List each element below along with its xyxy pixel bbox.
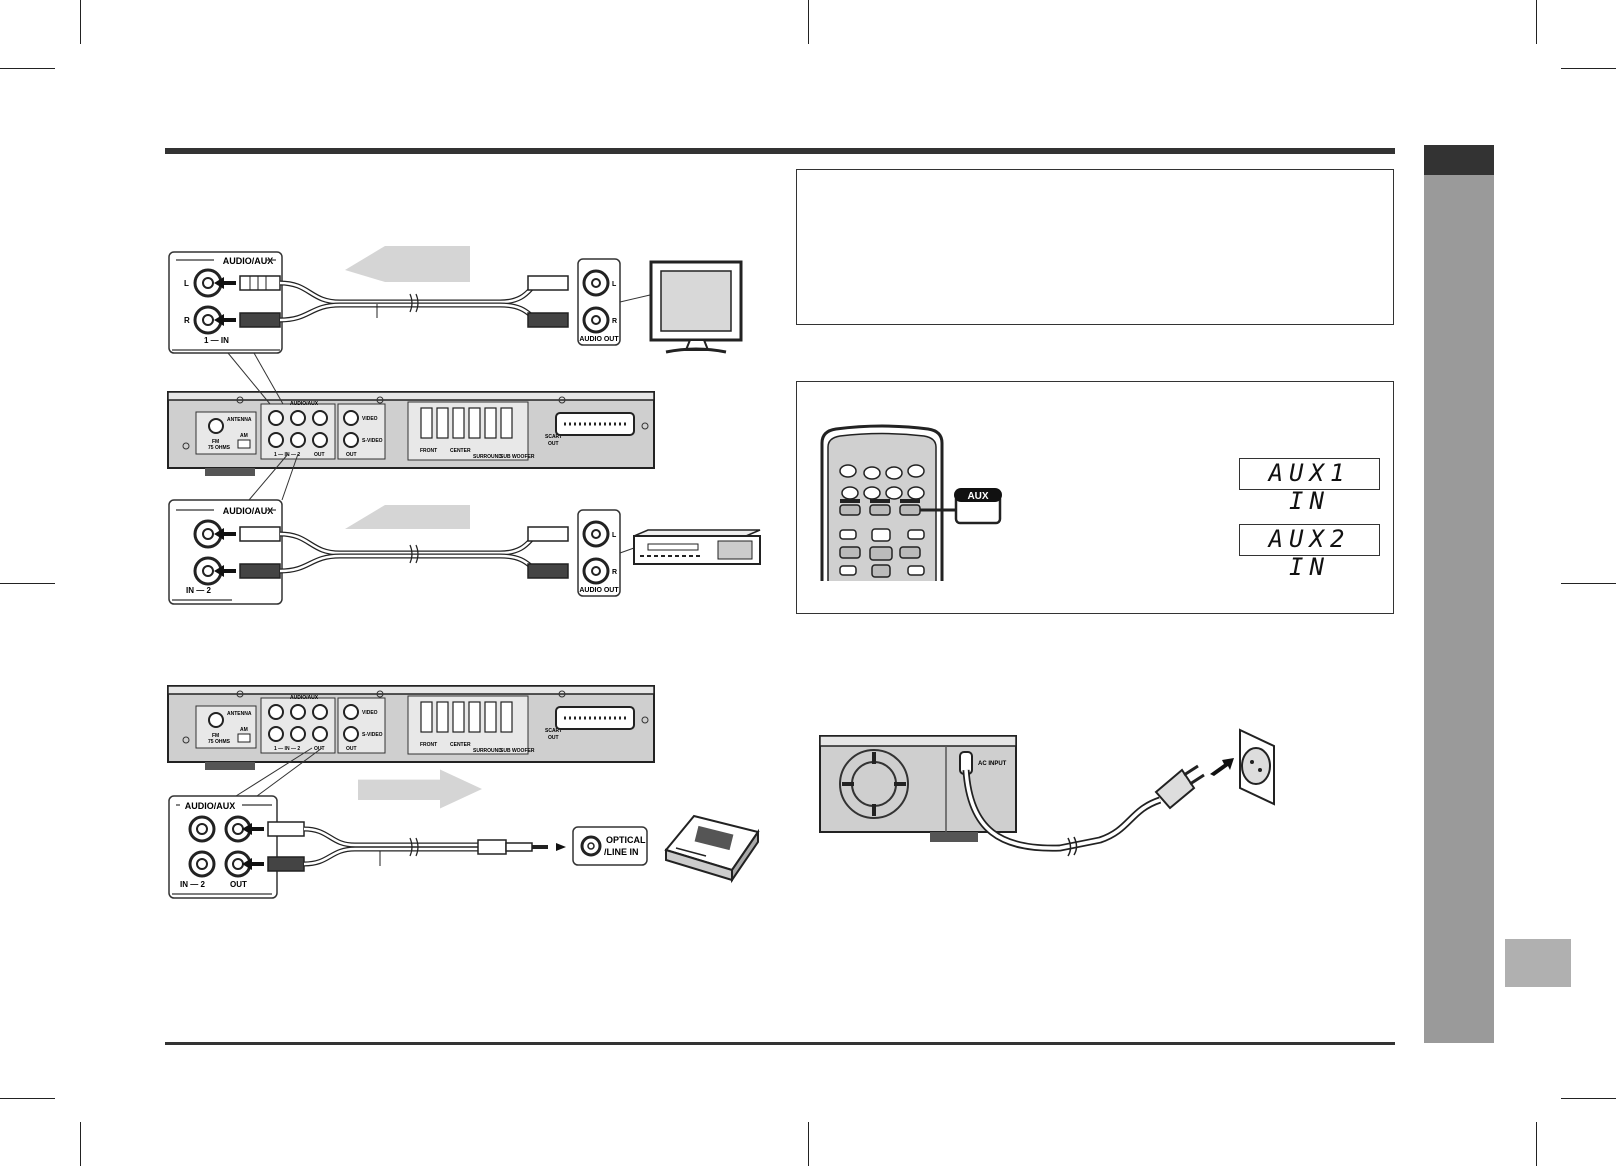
svg-text:SUB WOOFER: SUB WOOFER [500, 748, 535, 754]
tv-connection: AUDIO/AUX L R 1 — IN [168, 246, 743, 354]
svg-text:CENTER: CENTER [450, 742, 471, 748]
svg-text:SURROUND: SURROUND [473, 454, 502, 460]
remote-control-icon [820, 424, 944, 581]
in2-label: IN — 2 [186, 586, 211, 595]
optical-label: OPTICAL [606, 835, 646, 845]
svg-text:R: R [612, 569, 617, 576]
svg-text:FRONT: FRONT [420, 448, 437, 454]
page-tab [1505, 939, 1571, 987]
l-label: L [184, 279, 189, 288]
svg-text:S-VIDEO: S-VIDEO [362, 732, 383, 738]
svg-text:AUDIO/AUX: AUDIO/AUX [223, 506, 274, 516]
aux-select-box [796, 381, 1394, 614]
svg-text:S-VIDEO: S-VIDEO [362, 438, 383, 444]
rear-panel-1: ANTENNA FM 75 OHMS AM AUDIO/AUX 1 — IN —… [167, 391, 655, 476]
svg-text:ANTENNA: ANTENNA [227, 417, 252, 423]
bottom-rule [165, 1042, 1395, 1045]
recorder-connection: ANTENNA FM 75 OHMS AM AUDIO/AUX 1 — IN —… [167, 685, 760, 899]
svg-text:SURROUND: SURROUND [473, 748, 502, 754]
top-rule [165, 148, 1395, 154]
svg-text:OUT: OUT [314, 452, 325, 458]
display-aux1: AUX1 IN [1239, 458, 1380, 515]
svg-text:ANTENNA: ANTENNA [227, 711, 252, 717]
svg-text:SUB WOOFER: SUB WOOFER [500, 454, 535, 460]
vcr-icon [633, 529, 761, 565]
svg-text:CENTER: CENTER [450, 448, 471, 454]
svg-text:SCART: SCART [545, 728, 562, 734]
md-recorder-icon [664, 814, 760, 884]
svg-text:SCART: SCART [545, 434, 562, 440]
aux-connection-diagrams: AUDIO/AUX L R 1 — IN [167, 246, 761, 899]
svg-text:VIDEO: VIDEO [362, 416, 378, 422]
display-aux2: AUX2 IN [1239, 524, 1380, 581]
svg-text:IN — 2: IN — 2 [180, 880, 205, 889]
svg-text:VIDEO: VIDEO [362, 710, 378, 716]
svg-text:OUT: OUT [314, 746, 325, 752]
svg-text:OUT: OUT [346, 746, 357, 752]
remote-aux-illustration: AUX [820, 424, 1002, 581]
unit-rear-ac: AC INPUT [819, 735, 1017, 842]
svg-text:L: L [612, 281, 617, 288]
sidebar-cap [1424, 145, 1494, 175]
svg-text:AM: AM [240, 433, 248, 439]
aux-button-label: AUX [967, 491, 988, 502]
r-label: R [184, 316, 190, 325]
vcr-audio-out-label: AUDIO OUT [579, 587, 619, 594]
svg-text:OUT: OUT [548, 441, 559, 447]
svg-text:FRONT: FRONT [420, 742, 437, 748]
svg-text:AUDIO/AUX: AUDIO/AUX [290, 695, 319, 701]
svg-text:75 OHMS: 75 OHMS [208, 739, 231, 745]
wall-socket-icon [1239, 728, 1275, 806]
ac-input-label: AC INPUT [978, 761, 1007, 767]
info-box [796, 169, 1394, 325]
svg-text:AUDIO/AUX: AUDIO/AUX [185, 801, 236, 811]
section-sidebar [1424, 145, 1494, 1043]
ac-power-illustration: AC INPUT [819, 728, 1275, 857]
svg-text:OUT: OUT [346, 452, 357, 458]
svg-text:1 — IN — 2: 1 — IN — 2 [274, 746, 300, 752]
svg-text:AUDIO/AUX: AUDIO/AUX [290, 401, 319, 407]
svg-text:L: L [612, 532, 617, 539]
in1-label: 1 — IN [204, 336, 229, 345]
svg-text:OUT: OUT [548, 735, 559, 741]
svg-text:75 OHMS: 75 OHMS [208, 445, 231, 451]
svg-text:FM: FM [212, 439, 219, 445]
svg-text:OUT: OUT [230, 880, 247, 889]
tv-icon [649, 260, 743, 354]
svg-text:FM: FM [212, 733, 219, 739]
svg-text:R: R [612, 318, 617, 325]
svg-text:AM: AM [240, 727, 248, 733]
aux-label: AUDIO/AUX [223, 256, 274, 266]
vcr-connection: AUDIO/AUX IN — 2 L R AUDIO OUT [168, 499, 761, 605]
tv-audio-out-label: AUDIO OUT [579, 336, 619, 343]
power-plug-icon [1154, 764, 1205, 810]
line-in-label: /LINE IN [604, 847, 639, 857]
